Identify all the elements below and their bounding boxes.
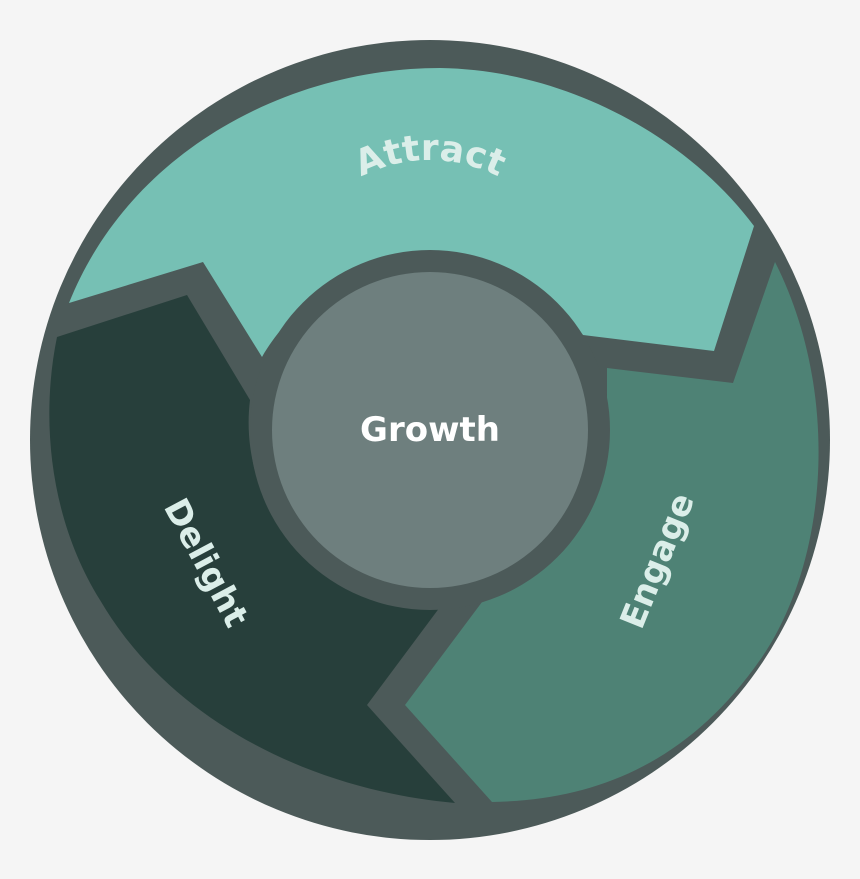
segment-attract	[69, 68, 754, 357]
segment-engage	[405, 262, 819, 802]
label-growth: Growth	[360, 410, 500, 450]
hub	[272, 272, 588, 588]
segment-delight	[49, 295, 455, 803]
